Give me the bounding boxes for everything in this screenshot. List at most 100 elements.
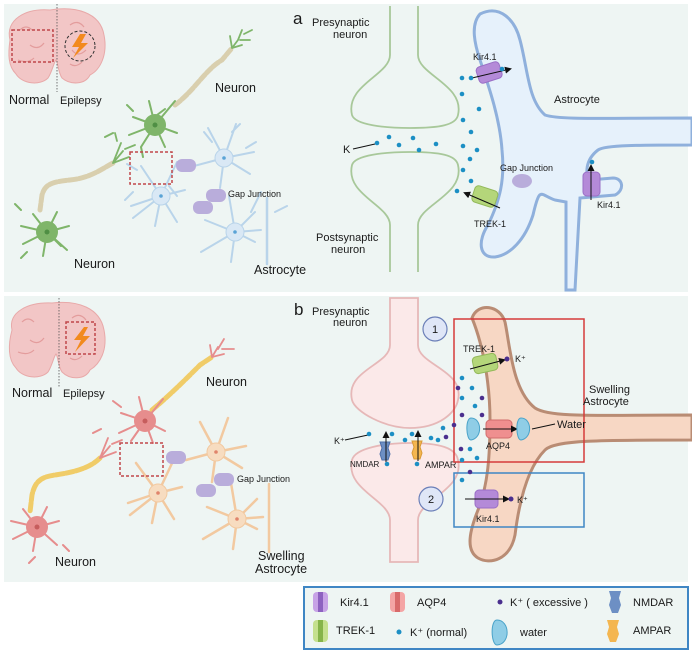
legend-item-k-normal: K⁺ (normal) <box>396 627 467 639</box>
brain-label-epilepsy: Epilepsy <box>60 95 102 107</box>
k-normal-ion <box>468 75 474 81</box>
swelling-astrocyte-label-line2: Astrocyte <box>583 396 629 408</box>
panel-b-letter: b <box>294 300 303 319</box>
k-normal-ion <box>472 403 478 409</box>
legend-item-trek1: TREK-1 <box>313 620 375 642</box>
k-excessive-ion <box>451 422 457 428</box>
trek1-channel-icon <box>313 620 328 642</box>
k-normal-ion <box>469 385 475 391</box>
overview-neuron-bottom-label-b: Neuron <box>55 555 96 569</box>
aqp4-channel-icon <box>390 592 405 612</box>
k-normal-ion <box>459 75 465 81</box>
lightning-icon <box>72 34 88 58</box>
synapse-gap-junction-label: Gap Junction <box>500 163 553 173</box>
gap-junction <box>193 201 213 214</box>
overview-astrocyte-label-b-line2: Astrocyte <box>255 562 307 576</box>
k-normal-ion <box>589 159 595 165</box>
overview-neuron-bottom-label: Neuron <box>74 257 115 271</box>
postsynaptic-terminal <box>350 151 460 272</box>
kir41-channel-b <box>465 489 510 509</box>
k-excessive-ion <box>459 412 465 418</box>
ampar-receptor <box>411 430 423 461</box>
water-droplet <box>466 417 481 441</box>
neuron-soma-bottom <box>14 203 70 259</box>
synapse-zoom-box-b <box>119 442 164 477</box>
legend-label: K⁺ (normal) <box>410 627 467 639</box>
ampar-receptor-icon <box>607 620 619 642</box>
k-normal-ion <box>414 461 420 467</box>
k-excessive-ion <box>443 434 449 440</box>
step-2-box <box>453 472 585 528</box>
k-excessive-ion <box>479 412 485 418</box>
gap-junction <box>214 473 234 486</box>
overview-neuron-top-label-b: Neuron <box>206 375 247 389</box>
overview-gap-junction-label-b: Gap Junction <box>237 474 290 484</box>
k-normal-ion <box>459 395 465 401</box>
legend-item-k-excessive: K⁺ ( excessive ) <box>497 597 588 609</box>
trek1-channel-b <box>469 352 506 375</box>
overview-neuron-top-label: Neuron <box>215 81 256 95</box>
legend-label: AQP4 <box>417 597 446 609</box>
overview-astrocyte-label: Astrocyte <box>254 263 306 277</box>
synapse-astrocyte-label: Astrocyte <box>554 94 600 106</box>
k-excessive-dot-icon <box>497 599 503 605</box>
brain-label-normal: Normal <box>9 93 49 107</box>
axon-top <box>172 45 235 108</box>
step-1-box <box>453 318 585 463</box>
k-normal-ion <box>374 140 380 146</box>
legend: Kir4.1 AQP4 K⁺ ( excessive ) NMDAR TREK-… <box>303 586 689 650</box>
legend-item-water: water <box>491 619 547 646</box>
k-normal-ion <box>460 143 466 149</box>
presynaptic-label-b-line2: neuron <box>333 317 367 329</box>
synapse-zoom-box <box>129 151 173 185</box>
panel-b-brain: Normal Epilepsy <box>8 298 106 400</box>
gap-junction <box>176 159 196 172</box>
kir41-channel-icon <box>313 592 328 612</box>
legend-item-nmdar: NMDAR <box>609 591 673 613</box>
legend-label: water <box>519 627 547 639</box>
kir41-label-b: Kir4.1 <box>476 514 500 524</box>
epileptic-focus-circle <box>64 30 96 62</box>
water-droplet <box>516 417 531 441</box>
nmdar-label: NMDAR <box>350 460 380 469</box>
k-normal-ion <box>467 446 473 452</box>
k-normal-ion <box>499 66 505 72</box>
k-normal-ion <box>416 147 422 153</box>
step-1-badge <box>422 316 448 342</box>
k-normal-ion <box>474 455 480 461</box>
k-normal-ion <box>460 117 466 123</box>
k-normal-ion <box>366 431 372 437</box>
k-normal-ion <box>454 188 460 194</box>
legend-label: AMPAR <box>633 625 671 637</box>
k-normal-ion <box>468 178 474 184</box>
k-excessive-ion <box>508 496 514 502</box>
swelling-astrocyte-cells <box>126 416 271 554</box>
panel-b-overview: Neuron Neuron Gap Junction Swelling Astr… <box>10 338 307 576</box>
k-normal-ion <box>396 142 402 148</box>
k-normal-ion <box>428 435 434 441</box>
kir41-branch-label: Kir4.1 <box>597 200 621 210</box>
k-normal-ion <box>474 147 480 153</box>
k-normal-dot-icon <box>396 629 402 635</box>
presynaptic-label-line1: Presynaptic <box>312 17 370 29</box>
trek1-k-label: K⁺ <box>515 354 526 364</box>
brain-label-epilepsy-b: Epilepsy <box>63 388 105 400</box>
k-excessive-ion <box>479 395 485 401</box>
legend-item-aqp4: AQP4 <box>390 592 446 612</box>
panel-a-letter: a <box>293 9 303 28</box>
axon-bottom <box>37 160 116 213</box>
k-normal-ion <box>433 141 439 147</box>
k-normal-ion <box>459 375 465 381</box>
astrocyte-cells <box>124 123 288 266</box>
step-1-number: 1 <box>432 324 438 336</box>
water-label: Water <box>557 419 586 431</box>
legend-item-ampar: AMPAR <box>607 620 671 642</box>
overview-gap-junction-label: Gap Junction <box>228 189 281 199</box>
nmdar-receptor-icon <box>609 591 621 613</box>
brain-icon <box>8 8 106 84</box>
k-normal-ion <box>440 425 446 431</box>
k-normal-ion <box>410 135 416 141</box>
axon-bottom-b <box>27 455 103 515</box>
trek1-channel-a <box>463 185 501 209</box>
presynaptic-label-b-line1: Presynaptic <box>312 306 370 318</box>
